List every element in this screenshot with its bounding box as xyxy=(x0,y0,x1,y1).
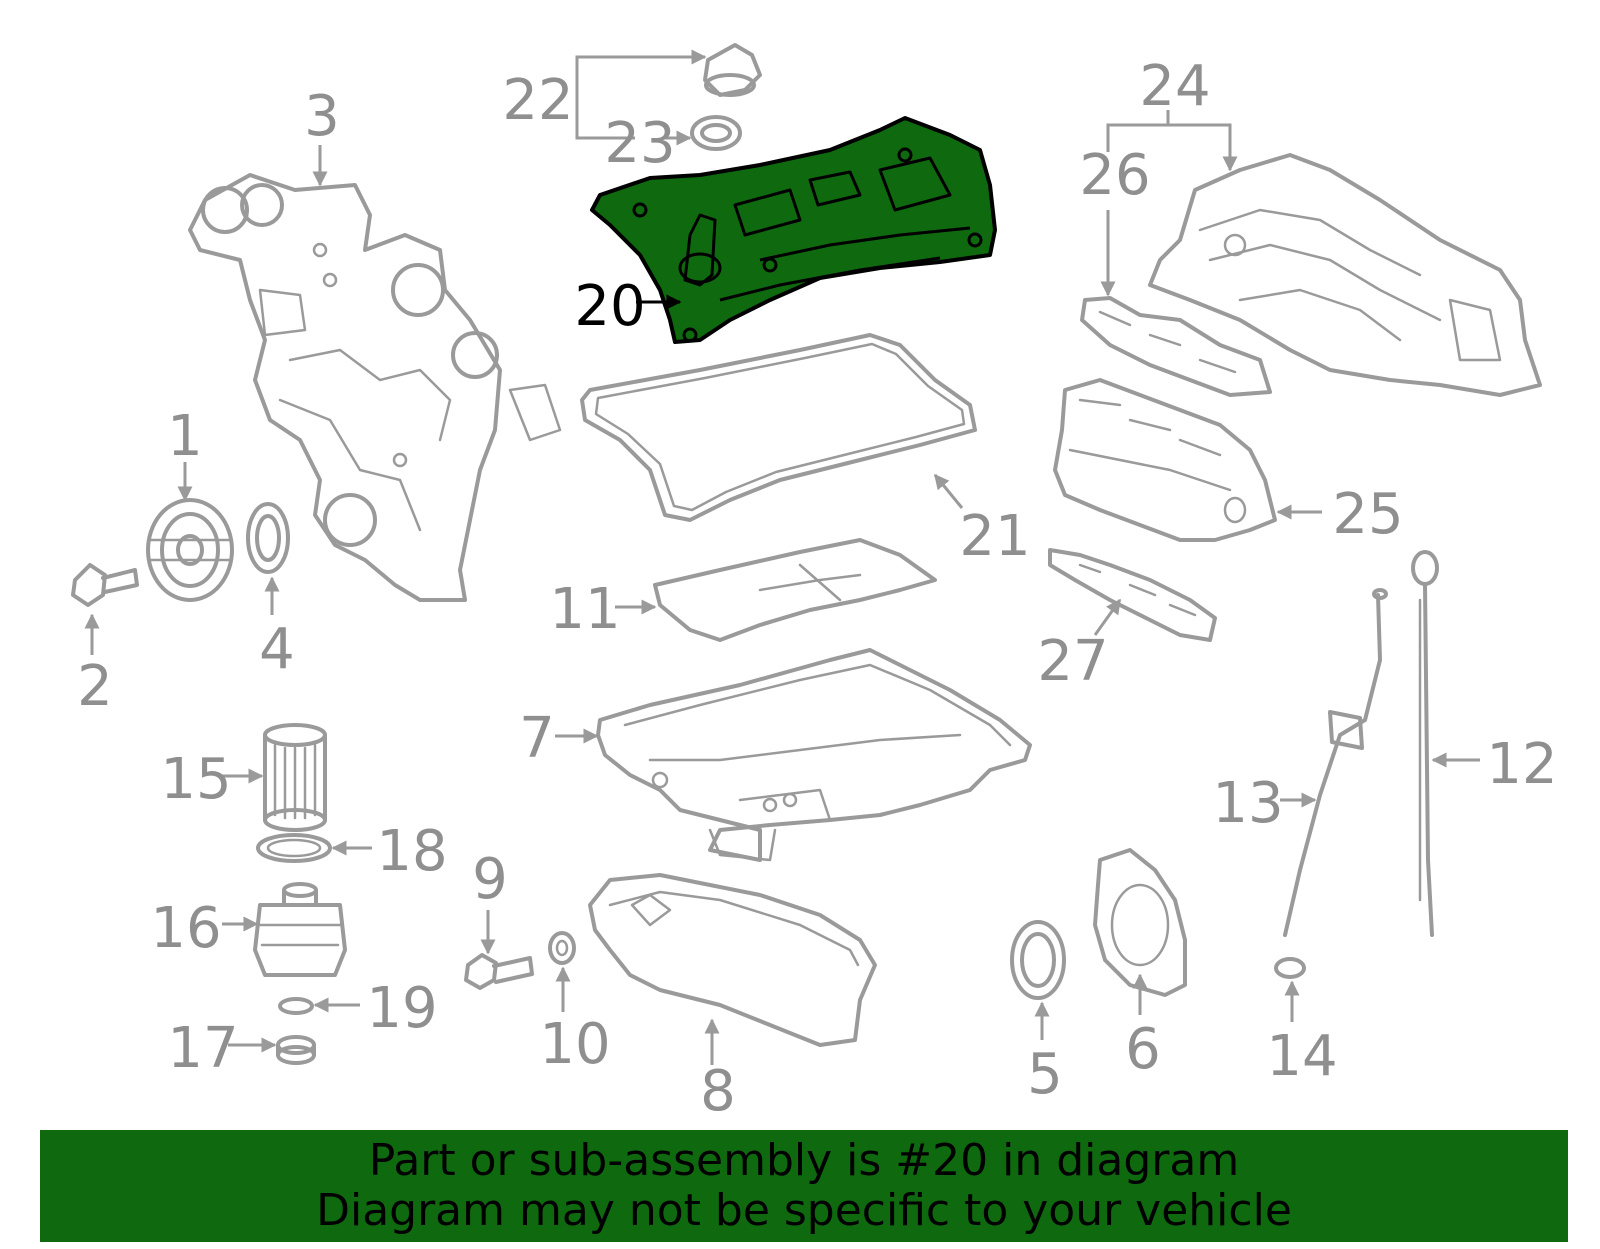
callout-17[interactable]: 17 xyxy=(167,1016,238,1081)
part-14-washer[interactable] xyxy=(1274,957,1306,979)
part-13-dipstick-guide[interactable] xyxy=(1283,588,1388,937)
part-16-filter-cap[interactable] xyxy=(253,882,347,977)
part-12-dipstick[interactable] xyxy=(1411,550,1439,937)
part-4-seal[interactable] xyxy=(246,502,290,574)
leader-lines xyxy=(84,49,1480,1065)
callout-18[interactable]: 18 xyxy=(376,819,447,884)
part-6-seal-retainer[interactable] xyxy=(1093,848,1187,997)
callout-26[interactable]: 26 xyxy=(1079,143,1150,208)
part-3-timing-cover[interactable] xyxy=(188,173,562,602)
callout-13[interactable]: 13 xyxy=(1212,771,1283,836)
part-9-bolt[interactable] xyxy=(464,953,534,990)
part-18-o-ring[interactable] xyxy=(256,833,332,863)
part-19-washer[interactable] xyxy=(278,997,314,1015)
callout-23[interactable]: 23 xyxy=(604,111,675,176)
caption-line-2: Diagram may not be specific to your vehi… xyxy=(316,1185,1292,1236)
part-5-rear-seal[interactable] xyxy=(1010,920,1066,1000)
part-1-crank-pulley[interactable] xyxy=(146,498,234,602)
callout-24[interactable]: 24 xyxy=(1139,54,1210,119)
callout-6[interactable]: 6 xyxy=(1125,1017,1161,1082)
callout-11[interactable]: 11 xyxy=(549,577,620,642)
part-20-cylinder-head-cover[interactable] xyxy=(590,116,997,344)
callout-22[interactable]: 22 xyxy=(502,68,573,133)
part-7-upper-oil-pan[interactable] xyxy=(596,648,1032,862)
part-24-intake-manifold[interactable] xyxy=(1148,153,1542,397)
part-10-washer[interactable] xyxy=(548,931,576,965)
callout-9[interactable]: 9 xyxy=(472,847,508,912)
part-26-intake-gasket[interactable] xyxy=(1080,296,1272,397)
callout-2[interactable]: 2 xyxy=(77,654,113,719)
callout-20[interactable]: 20 xyxy=(574,274,645,339)
caption-line-1: Part or sub-assembly is #20 in diagram xyxy=(368,1135,1240,1186)
caption-banner: Part or sub-assembly is #20 in diagram D… xyxy=(40,1130,1568,1242)
callout-14[interactable]: 14 xyxy=(1266,1024,1337,1089)
callout-27[interactable]: 27 xyxy=(1037,629,1108,694)
callout-5[interactable]: 5 xyxy=(1027,1042,1063,1107)
callout-10[interactable]: 10 xyxy=(539,1012,610,1077)
callout-4[interactable]: 4 xyxy=(259,617,295,682)
callout-15[interactable]: 15 xyxy=(160,747,231,812)
part-21-cover-gasket[interactable] xyxy=(580,333,977,522)
callout-16[interactable]: 16 xyxy=(150,896,221,961)
part-15-oil-filter[interactable] xyxy=(263,723,327,832)
callout-25[interactable]: 25 xyxy=(1332,482,1403,547)
callout-3[interactable]: 3 xyxy=(304,84,340,149)
callout-7[interactable]: 7 xyxy=(519,706,555,771)
part-27-gasket[interactable] xyxy=(1048,548,1217,642)
part-25-lower-intake[interactable] xyxy=(1053,378,1277,542)
part-11-baffle-plate[interactable] xyxy=(653,538,937,642)
callout-12[interactable]: 12 xyxy=(1486,732,1557,797)
callout-21[interactable]: 21 xyxy=(959,504,1030,569)
callout-19[interactable]: 19 xyxy=(366,976,437,1041)
part-2-bolt[interactable] xyxy=(71,563,139,607)
part-8-lower-oil-pan[interactable] xyxy=(588,873,877,1047)
part-17-plug[interactable] xyxy=(276,1035,316,1065)
callout-1[interactable]: 1 xyxy=(167,404,203,469)
part-22-oil-filler-cap[interactable] xyxy=(703,43,762,97)
part-23-gasket[interactable] xyxy=(690,115,742,151)
callout-labels: 1 2 3 4 5 6 7 8 9 10 11 12 13 14 15 16 1… xyxy=(77,54,1557,1124)
callout-8[interactable]: 8 xyxy=(700,1059,736,1124)
